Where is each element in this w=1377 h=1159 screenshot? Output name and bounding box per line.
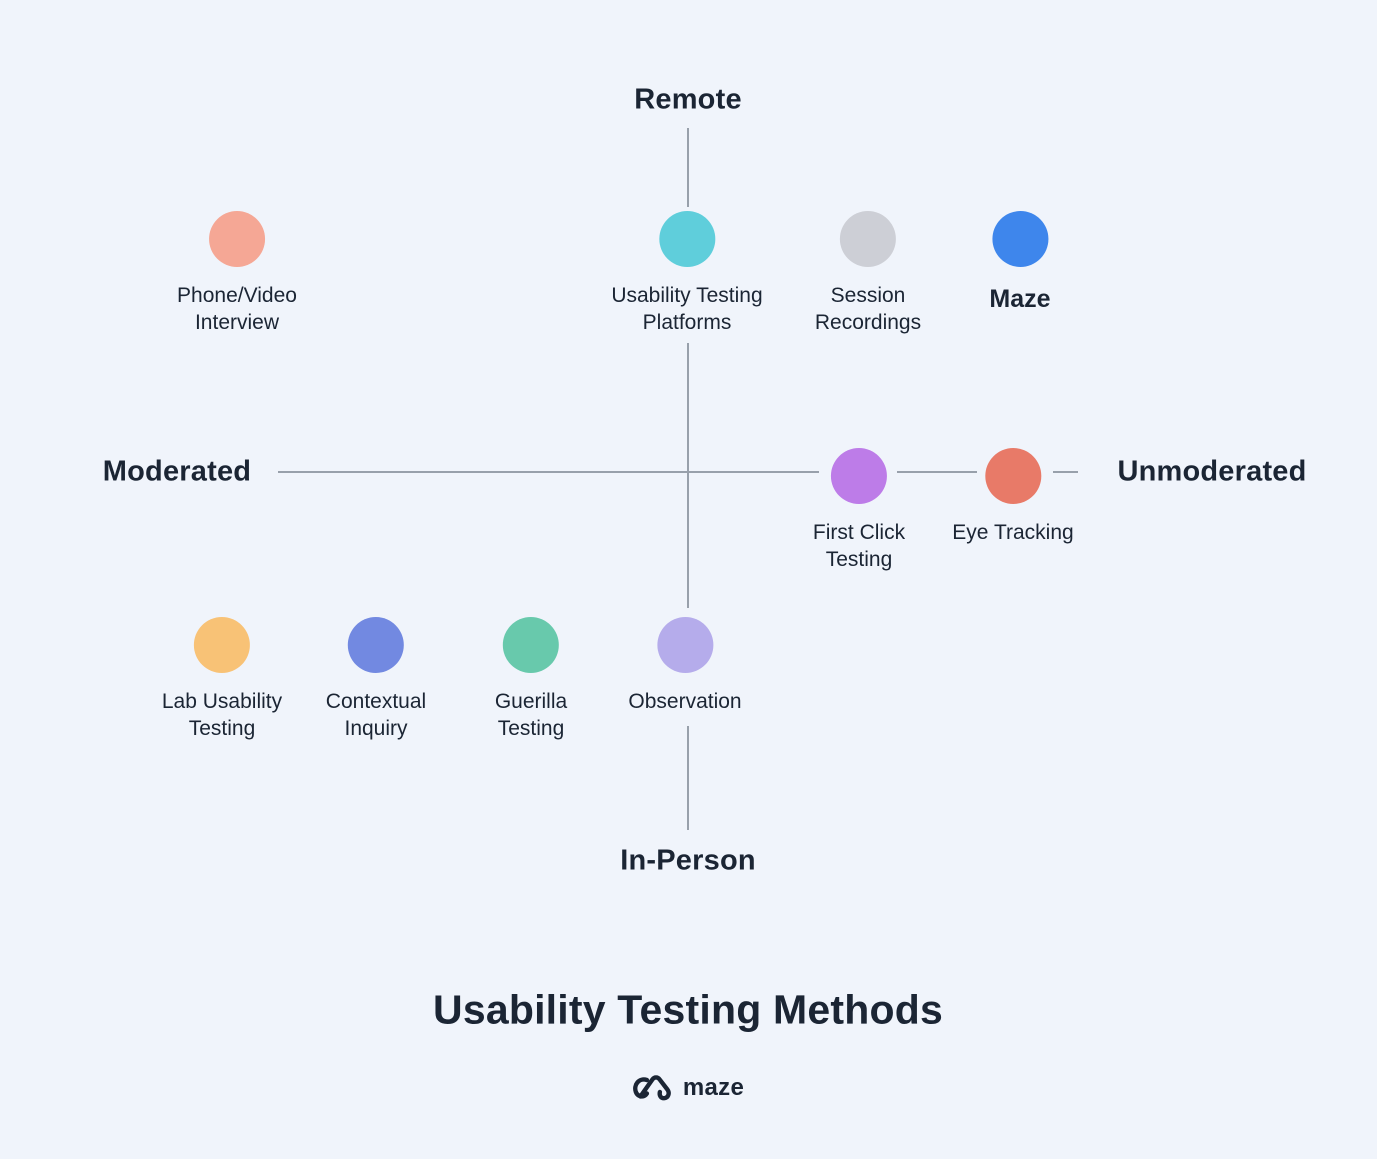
axis-label-in-person: In-Person xyxy=(620,844,756,877)
label-line-1: Usability Testing xyxy=(611,284,763,307)
maze-logo: maze xyxy=(632,1073,744,1103)
label-line-2: Recordings xyxy=(814,311,922,334)
method-usability-testing-platforms: Usability Testing Platforms xyxy=(611,211,763,336)
method-guerilla-testing: Guerilla Testing xyxy=(495,617,567,742)
label-line-1: Maze xyxy=(989,285,1051,313)
label-line-1: Session xyxy=(830,284,906,307)
vertical-axis-segment-bottom xyxy=(687,726,689,830)
label-line-1: Guerilla xyxy=(494,690,568,713)
vertical-axis-segment-top xyxy=(687,128,689,207)
method-first-click-testing: First Click Testing xyxy=(813,448,905,573)
maze-logo-icon xyxy=(632,1073,672,1103)
phone-video-interview-dot xyxy=(208,211,265,267)
lab-usability-testing-dot xyxy=(193,617,250,673)
label-line-2: Platforms xyxy=(642,311,732,334)
phone-video-interview-label: Phone/Video Interview xyxy=(177,282,297,336)
axis-label-moderated: Moderated xyxy=(102,455,252,488)
axis-label-unmoderated: Unmoderated xyxy=(1117,455,1307,488)
observation-dot xyxy=(656,617,713,673)
label-line-1: Phone/Video xyxy=(177,284,297,307)
label-line-1: Eye Tracking xyxy=(952,521,1074,544)
guerilla-testing-label: Guerilla Testing xyxy=(495,688,567,742)
observation-label: Observation xyxy=(628,688,741,715)
maze-dot xyxy=(991,211,1048,267)
method-contextual-inquiry: Contextual Inquiry xyxy=(326,617,426,742)
session-recordings-dot xyxy=(839,211,896,267)
horizontal-axis-segment-left xyxy=(278,471,819,473)
maze-logo-wordmark: maze xyxy=(682,1074,745,1101)
contextual-inquiry-label: Contextual Inquiry xyxy=(326,688,426,742)
usability-testing-platforms-label: Usability Testing Platforms xyxy=(611,282,762,336)
eye-tracking-dot xyxy=(984,448,1041,504)
maze-label: Maze xyxy=(989,285,1050,313)
label-line-2: Testing xyxy=(497,717,565,740)
guerilla-testing-dot xyxy=(503,617,559,673)
usability-testing-platforms-dot xyxy=(658,211,715,267)
label-line-1: Contextual xyxy=(325,690,427,713)
method-lab-usability-testing: Lab Usability Testing xyxy=(162,617,282,742)
vertical-axis-segment-middle xyxy=(687,343,689,608)
label-line-1: Lab Usability xyxy=(161,690,283,713)
method-session-recordings: Session Recordings xyxy=(815,211,921,336)
label-line-2: Inquiry xyxy=(344,717,408,740)
contextual-inquiry-dot xyxy=(348,617,404,673)
label-line-2: Testing xyxy=(188,717,256,740)
horizontal-axis-segment-middle xyxy=(897,471,977,473)
label-line-2: Interview xyxy=(194,311,280,334)
label-line-1: Observation xyxy=(628,690,742,713)
first-click-testing-label: First Click Testing xyxy=(813,519,905,573)
session-recordings-label: Session Recordings xyxy=(815,282,921,336)
axis-label-remote: Remote xyxy=(634,83,742,116)
method-maze: Maze xyxy=(989,211,1051,313)
page-title: Usability Testing Methods xyxy=(433,986,943,1033)
method-phone-video-interview: Phone/Video Interview xyxy=(177,211,297,336)
method-eye-tracking: Eye Tracking xyxy=(952,448,1074,546)
lab-usability-testing-label: Lab Usability Testing xyxy=(162,688,282,742)
horizontal-axis-segment-right xyxy=(1053,471,1078,473)
eye-tracking-label: Eye Tracking xyxy=(952,519,1073,546)
method-observation: Observation xyxy=(628,617,742,715)
label-line-2: Testing xyxy=(825,548,893,571)
first-click-testing-dot xyxy=(831,448,887,504)
label-line-1: First Click xyxy=(812,521,906,544)
